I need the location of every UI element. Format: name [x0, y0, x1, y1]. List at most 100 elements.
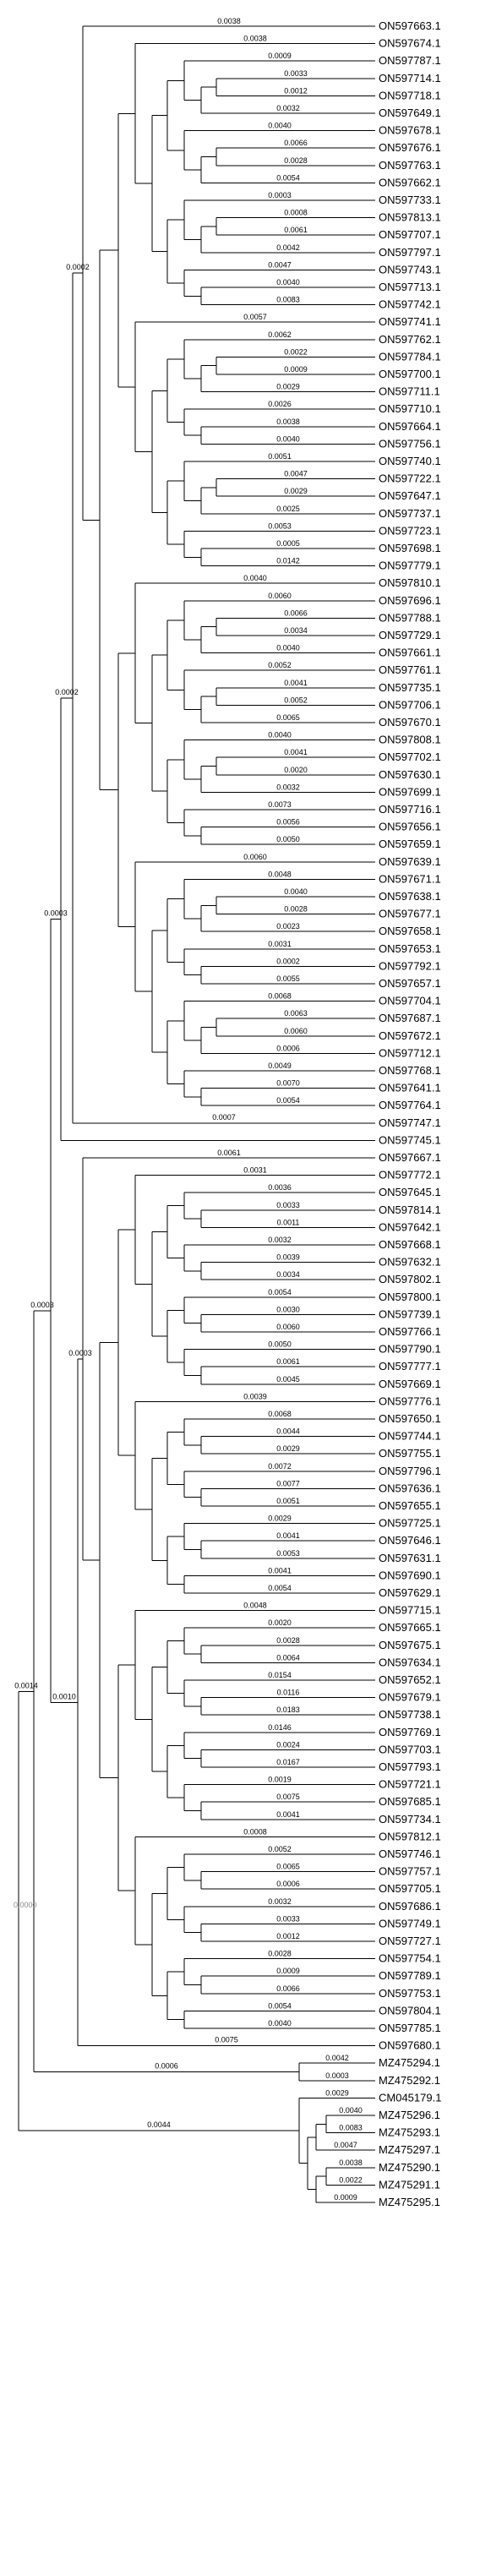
tip-branch-length-label: 0.0060 [243, 853, 267, 861]
leaf-label: ON597711.1 [379, 385, 440, 398]
root-label: 0.0000 [14, 1901, 37, 1909]
branch-length-label: 0.0075 [215, 2036, 238, 2044]
tip-branch-length-label: 0.0040 [276, 278, 300, 287]
tip-branch-length-label: 0.0029 [284, 487, 308, 495]
leaf-label: ON597742.1 [379, 298, 441, 311]
leaf-label: ON597755.1 [379, 1447, 441, 1460]
leaf-label: ON597662.1 [379, 176, 441, 188]
tip-branch-length-label: 0.0044 [276, 1427, 300, 1436]
tip-branch-length-label: 0.0047 [268, 260, 292, 269]
leaf-label: ON597661.1 [379, 647, 441, 659]
tip-branch-length-label: 0.0061 [284, 226, 308, 234]
tip-branch-length-label: 0.0070 [276, 1079, 300, 1088]
leaf-label: ON597762.1 [379, 333, 441, 346]
leaf-label: ON597704.1 [379, 995, 441, 1007]
tip-branch-length-label: 0.0039 [276, 1253, 300, 1262]
leaf-label: ON597718.1 [379, 89, 441, 101]
tip-branch-length-label: 0.0066 [276, 1984, 300, 1993]
tip-branch-length-label: 0.0054 [276, 1096, 300, 1105]
leaf-label: ON597632.1 [379, 1256, 441, 1269]
leaf-label: ON597793.1 [379, 1760, 441, 1773]
tip-branch-length-label: 0.0009 [284, 365, 308, 374]
tip-branch-length-label: 0.0023 [276, 922, 300, 931]
tip-branch-length-label: 0.0040 [276, 644, 300, 652]
tip-branch-length-label: 0.0047 [284, 470, 308, 478]
tip-branch-length-label: 0.0061 [217, 1149, 241, 1157]
leaf-label: ON597802.1 [379, 1273, 441, 1285]
tip-branch-length-label: 0.0029 [276, 383, 300, 391]
leaf-label: ON597769.1 [379, 1726, 441, 1738]
leaf-label: ON597678.1 [379, 124, 441, 137]
leaf-label: ON597735.1 [379, 681, 441, 694]
tip-branch-length-label: 0.0032 [268, 1897, 292, 1906]
tip-branch-length-label: 0.0065 [276, 1863, 300, 1871]
tip-branch-length-label: 0.0020 [284, 766, 308, 774]
leaf-label: ON597668.1 [379, 1238, 441, 1251]
tip-branch-length-label: 0.0041 [284, 748, 308, 756]
tip-branch-length-label: 0.0020 [268, 1618, 292, 1627]
leaf-label: ON597756.1 [379, 437, 441, 450]
tip-branch-length-label: 0.0003 [268, 191, 292, 199]
leaf-label: MZ475291.1 [379, 2178, 440, 2191]
branch-length-label: 0.0003 [30, 1301, 54, 1309]
tip-branch-length-label: 0.0008 [243, 1827, 267, 1836]
tip-branch-length-label: 0.0009 [334, 2193, 357, 2202]
leaf-label: ON597636.1 [379, 1482, 441, 1494]
tip-branch-length-label: 0.0068 [268, 1410, 292, 1418]
tip-branch-length-label: 0.0039 [243, 1392, 267, 1400]
tip-branch-length-label: 0.0032 [276, 104, 300, 112]
tip-branch-length-label: 0.0040 [268, 731, 292, 740]
leaf-label: ON597800.1 [379, 1291, 441, 1303]
leaf-label: ON597687.1 [379, 1012, 441, 1024]
leaf-label: ON597705.1 [379, 1882, 441, 1895]
tip-branch-length-label: 0.0033 [276, 1914, 300, 1923]
leaf-label: ON597788.1 [379, 611, 441, 624]
leaf-label: ON597663.1 [379, 19, 441, 32]
tip-branch-length-label: 0.0051 [276, 1497, 300, 1505]
leaf-label: ON597787.1 [379, 54, 441, 67]
leaf-label: ON597754.1 [379, 1952, 441, 1965]
leaf-label: ON597745.1 [379, 1133, 441, 1146]
tip-branch-length-label: 0.0056 [276, 818, 300, 827]
tip-branch-length-label: 0.0029 [325, 2088, 349, 2097]
tip-branch-length-label: 0.0062 [268, 330, 292, 339]
tip-branch-length-label: 0.0028 [268, 1950, 292, 1958]
tip-branch-length-label: 0.0073 [268, 800, 292, 809]
tip-branch-length-label: 0.0051 [268, 452, 292, 461]
leaf-label: ON597789.1 [379, 1969, 441, 1982]
leaf-label: ON597670.1 [379, 716, 441, 729]
tip-branch-length-label: 0.0054 [268, 1584, 292, 1592]
leaf-label: ON597716.1 [379, 803, 441, 816]
tip-branch-length-label: 0.0040 [268, 122, 292, 130]
tip-branch-length-label: 0.0042 [325, 2054, 349, 2062]
tip-branch-length-label: 0.0060 [276, 1323, 300, 1331]
tip-branch-length-label: 0.0031 [243, 1166, 267, 1175]
tip-branch-length-label: 0.0060 [284, 1027, 308, 1035]
tip-branch-length-label: 0.0050 [268, 1340, 292, 1349]
leaf-label: ON597706.1 [379, 698, 441, 711]
tip-branch-length-label: 0.0042 [276, 243, 300, 252]
tip-branch-length-label: 0.0053 [268, 521, 292, 530]
leaf-label: ON597639.1 [379, 855, 441, 868]
tip-branch-length-label: 0.0053 [276, 1549, 300, 1558]
tip-branch-length-label: 0.0009 [276, 1967, 300, 1975]
leaf-label: ON597664.1 [379, 420, 441, 433]
leaf-label: ON597713.1 [379, 281, 441, 293]
leaf-label: ON597641.1 [379, 1082, 441, 1094]
branch-length-label: 0.0006 [155, 2062, 178, 2071]
branch-length-label: 0.0044 [147, 2120, 171, 2129]
leaf-label: ON597779.1 [379, 559, 441, 572]
leaf-label: ON597634.1 [379, 1656, 441, 1668]
tip-branch-length-label: 0.0036 [268, 1183, 292, 1192]
leaf-label: ON597671.1 [379, 872, 441, 885]
tip-branch-length-label: 0.0040 [243, 574, 267, 582]
tip-branch-length-label: 0.0033 [276, 1201, 300, 1209]
tip-branch-length-label: 0.0040 [268, 2019, 292, 2028]
tip-branch-length-label: 0.0003 [325, 2071, 349, 2080]
leaf-label: ON597647.1 [379, 489, 441, 502]
leaf-label: ON597784.1 [379, 350, 441, 363]
leaf-label: ON597727.1 [379, 1935, 441, 1947]
tip-branch-length-label: 0.0034 [276, 1270, 300, 1279]
leaf-label: ON597659.1 [379, 838, 441, 850]
